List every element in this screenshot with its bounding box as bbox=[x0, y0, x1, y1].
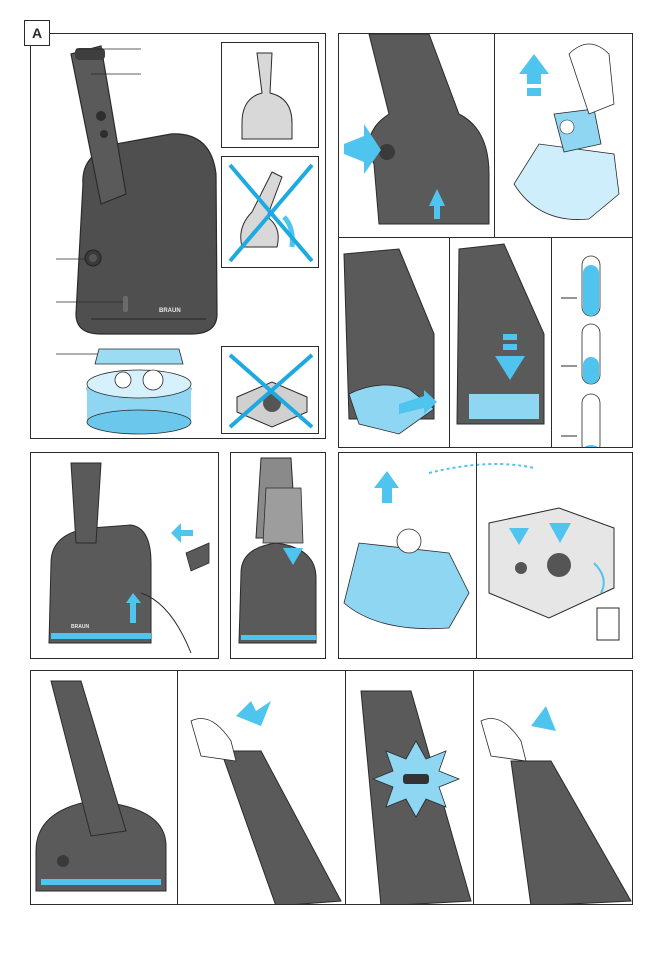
arrow-lift-out-icon bbox=[531, 706, 556, 731]
tube-outline bbox=[582, 394, 600, 448]
fill-level-tubes bbox=[561, 256, 600, 448]
subpanel-no-tilt bbox=[221, 156, 319, 268]
brand-label-overview: BRAUN bbox=[159, 308, 181, 314]
trash-bin-icon bbox=[597, 608, 619, 640]
steps-top-illustration bbox=[339, 34, 633, 448]
arrow-press-icon bbox=[236, 701, 271, 726]
disposal-illustration bbox=[339, 453, 633, 659]
panel-bottom-steps bbox=[30, 670, 633, 905]
tube-fill-level bbox=[583, 265, 599, 316]
insert-shaver-illustration bbox=[231, 453, 326, 659]
panel-insert-shaver bbox=[230, 452, 326, 659]
panel-charging: BRAUN bbox=[30, 452, 219, 659]
panel-steps-top bbox=[338, 33, 633, 448]
section-label: A bbox=[24, 20, 50, 46]
subpanel-no-cartridge bbox=[221, 346, 319, 434]
tube-fill-level bbox=[583, 357, 599, 384]
charging-illustration: BRAUN bbox=[31, 453, 219, 659]
panel-disposal bbox=[338, 452, 633, 659]
bottom-steps-illustration bbox=[31, 671, 633, 905]
panel-overview: BRAUN bbox=[30, 33, 326, 439]
arrow-lift-icon bbox=[519, 54, 549, 74]
brand-label-charging: BRAUN bbox=[71, 624, 89, 630]
subpanel-station-light bbox=[221, 42, 319, 148]
